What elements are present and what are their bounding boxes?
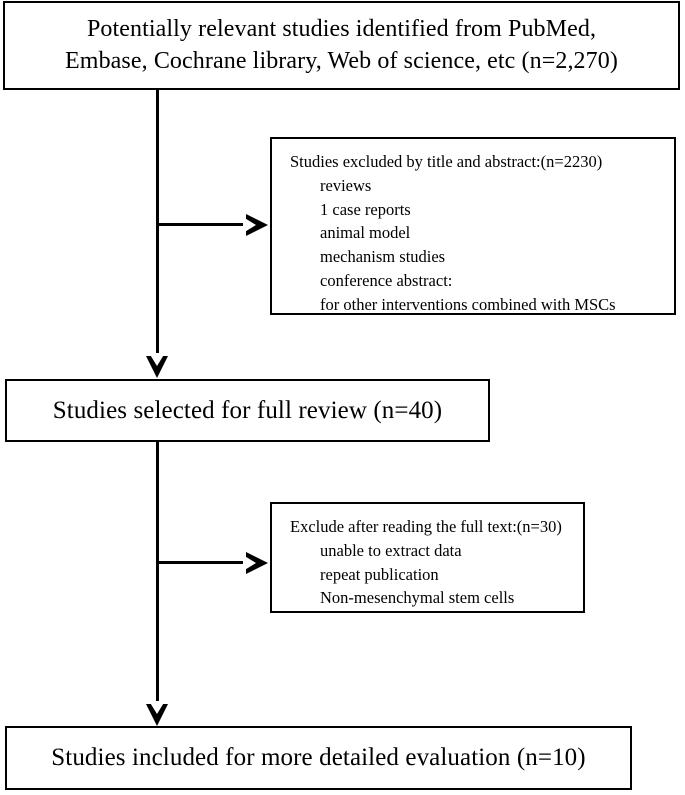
node-records-identified-text: Potentially relevant studies identified …: [5, 14, 678, 78]
node-excluded-full-text: Exclude after reading the full text:(n=3…: [270, 502, 585, 613]
excluded-title-abstract-reason-6: for other interventions combined with MS…: [320, 294, 616, 314]
connector-line-branch-excluded-title-abstract: [156, 223, 256, 226]
node-records-identified: Potentially relevant studies identified …: [3, 1, 680, 90]
excluded-full-text-reason-1: unable to extract data: [320, 540, 462, 560]
arrow-down-selected-to-included: [146, 701, 168, 726]
node-included-detailed-text: Studies included for more detailed evalu…: [51, 744, 586, 772]
connector-line-branch-excluded-full-text: [156, 561, 256, 564]
excluded-title-abstract-reason-1: reviews: [320, 175, 372, 195]
excluded-full-text-list: Exclude after reading the full text:(n=3…: [272, 515, 583, 610]
node-selected-full-review: Studies selected for full review (n=40): [5, 379, 490, 442]
excluded-title-abstract-heading: Studies excluded by title and abstract:(…: [290, 152, 603, 171]
arrow-right-excluded-title-abstract: [243, 214, 268, 236]
node-records-identified-line2: Embase, Cochrane library, Web of science…: [65, 47, 618, 74]
node-selected-full-review-text: Studies selected for full review (n=40): [52, 396, 443, 424]
arrow-down-identified-to-selected: [146, 353, 168, 378]
arrow-right-excluded-full-text: [243, 552, 268, 574]
excluded-title-abstract-reason-3: animal model: [320, 223, 411, 243]
node-included-detailed: Studies included for more detailed evalu…: [5, 726, 632, 790]
node-records-identified-line1: Potentially relevant studies identified …: [86, 15, 597, 42]
excluded-title-abstract-reason-4: mechanism studies: [320, 247, 446, 266]
excluded-full-text-reason-3: Non-mesenchymal stem cells: [320, 588, 515, 608]
excluded-full-text-reason-2: repeat publication: [320, 564, 439, 584]
excluded-title-abstract-reason-5: conference abstract:: [320, 270, 453, 290]
excluded-title-abstract-list: Studies excluded by title and abstract:(…: [272, 150, 674, 316]
connector-line-selected-to-included: [156, 442, 159, 704]
excluded-full-text-heading: Exclude after reading the full text:(n=3…: [290, 517, 562, 536]
node-excluded-title-abstract: Studies excluded by title and abstract:(…: [270, 137, 676, 315]
excluded-title-abstract-reason-2: 1 case reports: [320, 199, 411, 219]
